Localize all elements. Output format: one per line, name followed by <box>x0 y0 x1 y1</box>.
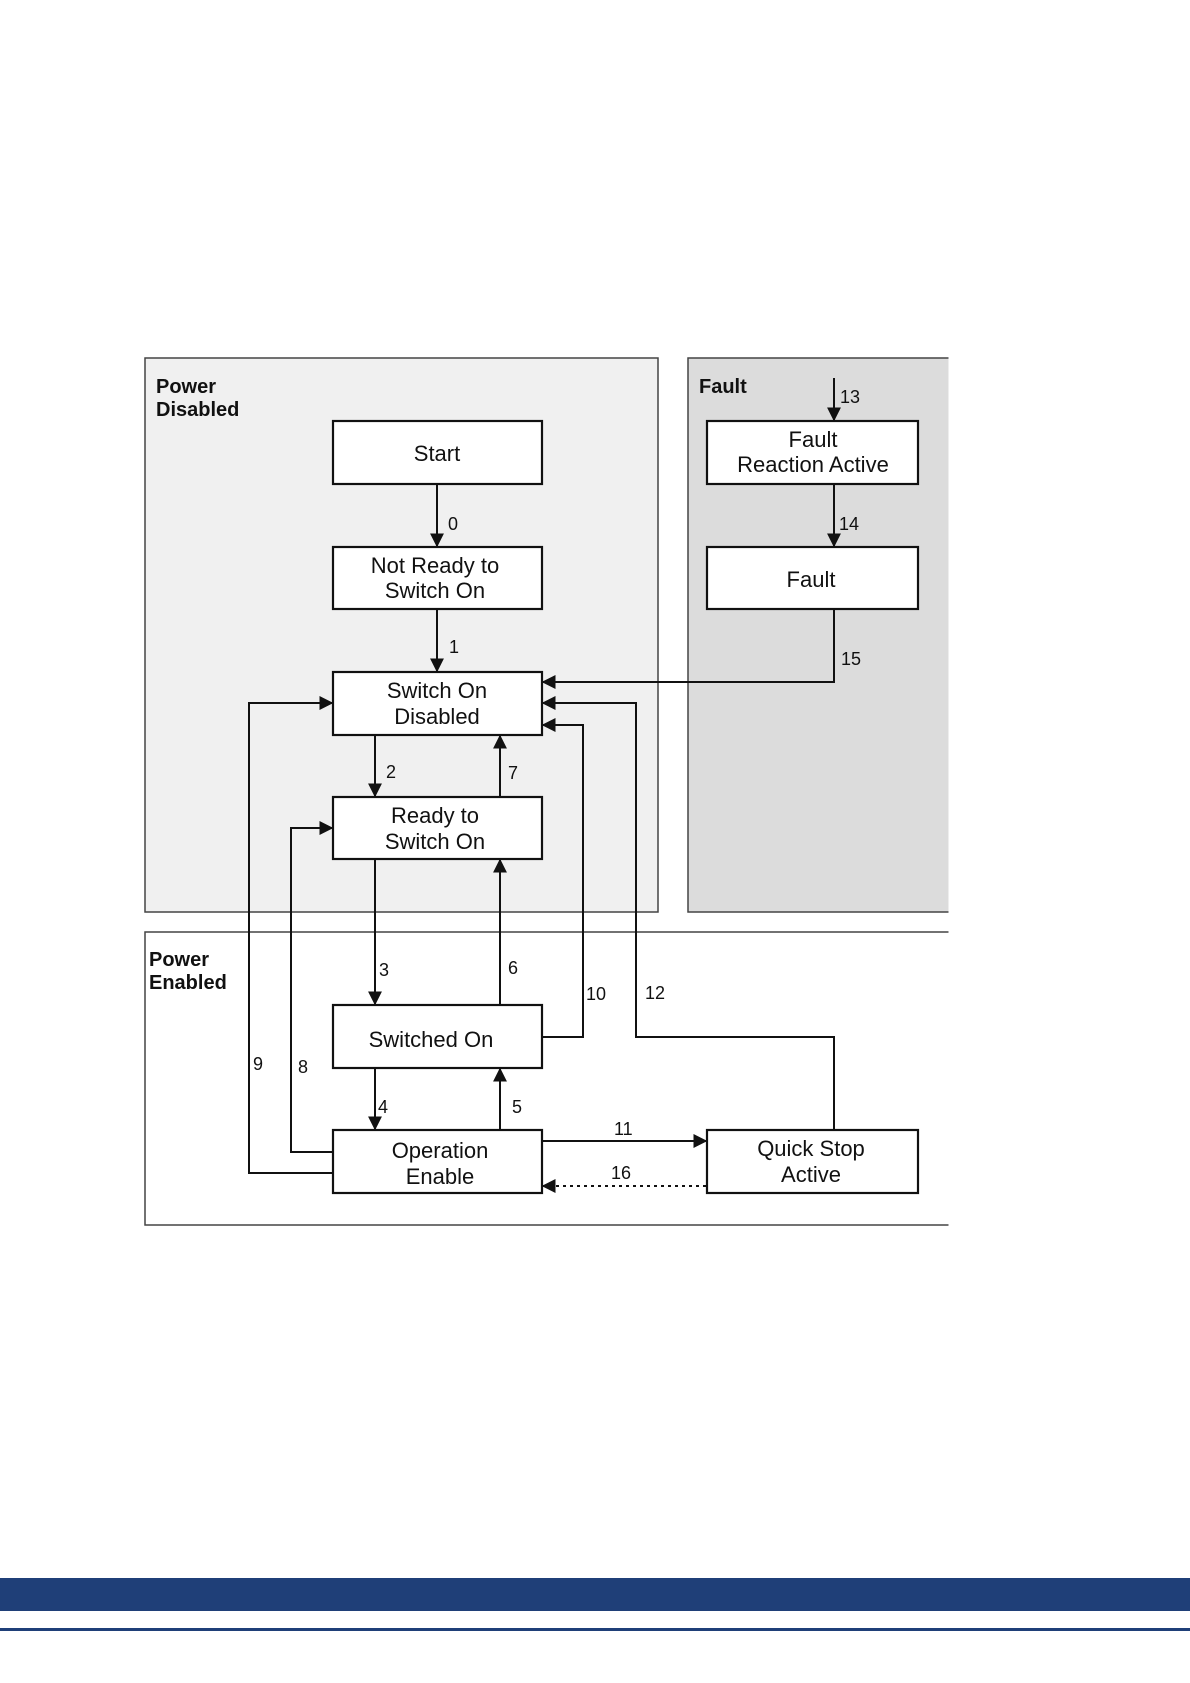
power-disabled-label-line2: Disabled <box>156 399 239 421</box>
transition-3-label: 3 <box>379 960 389 980</box>
transition-2-label: 2 <box>386 762 396 782</box>
transition-14-label: 14 <box>839 514 859 534</box>
state-switch-on-disabled-label-line2: Disabled <box>394 704 480 729</box>
transition-0-label: 0 <box>448 514 458 534</box>
transition-13-label: 13 <box>840 387 860 407</box>
transition-15-label: 15 <box>841 649 861 669</box>
transition-16-label: 16 <box>611 1163 631 1183</box>
power-enabled-label-line1: Power <box>149 949 209 971</box>
transition-7-label: 7 <box>508 763 518 783</box>
state-quick-stop-active-label-line2: Active <box>781 1162 841 1187</box>
power-disabled-label-line1: Power <box>156 376 216 398</box>
transition-12-label: 12 <box>645 983 665 1003</box>
state-ready-to-switch-on-label-line1: Ready to <box>391 803 479 828</box>
state-operation-enable-label-line1: Operation <box>392 1138 489 1163</box>
footer-rule <box>0 1628 1190 1631</box>
state-switch-on-disabled-label-line1: Switch On <box>387 678 487 703</box>
power-enabled-label-line2: Enabled <box>149 972 227 994</box>
transition-10-label: 10 <box>586 984 606 1004</box>
state-not-ready-label-line1: Not Ready to <box>371 553 499 578</box>
transition-5-label: 5 <box>512 1097 522 1117</box>
state-fault-label: Fault <box>787 567 836 592</box>
transition-6-label: 6 <box>508 958 518 978</box>
state-fault-reaction-active-label-line1: Fault <box>789 427 838 452</box>
state-fault-reaction-active-label-line2: Reaction Active <box>737 452 889 477</box>
state-switched-on-label: Switched On <box>369 1027 494 1052</box>
transition-11-label: 11 <box>614 1119 633 1139</box>
transition-1-label: 1 <box>449 637 459 657</box>
state-operation-enable-label-line2: Enable <box>406 1164 475 1189</box>
state-ready-to-switch-on-label-line2: Switch On <box>385 829 485 854</box>
transition-9-label: 9 <box>253 1054 263 1074</box>
state-quick-stop-active-label-line1: Quick Stop <box>757 1136 865 1161</box>
transition-8-label: 8 <box>298 1057 308 1077</box>
transition-4-label: 4 <box>378 1097 388 1117</box>
footer-band <box>0 1578 1190 1611</box>
state-not-ready-label-line2: Switch On <box>385 578 485 603</box>
state-start-label: Start <box>414 441 460 466</box>
fault-region-label: Fault <box>699 376 747 398</box>
